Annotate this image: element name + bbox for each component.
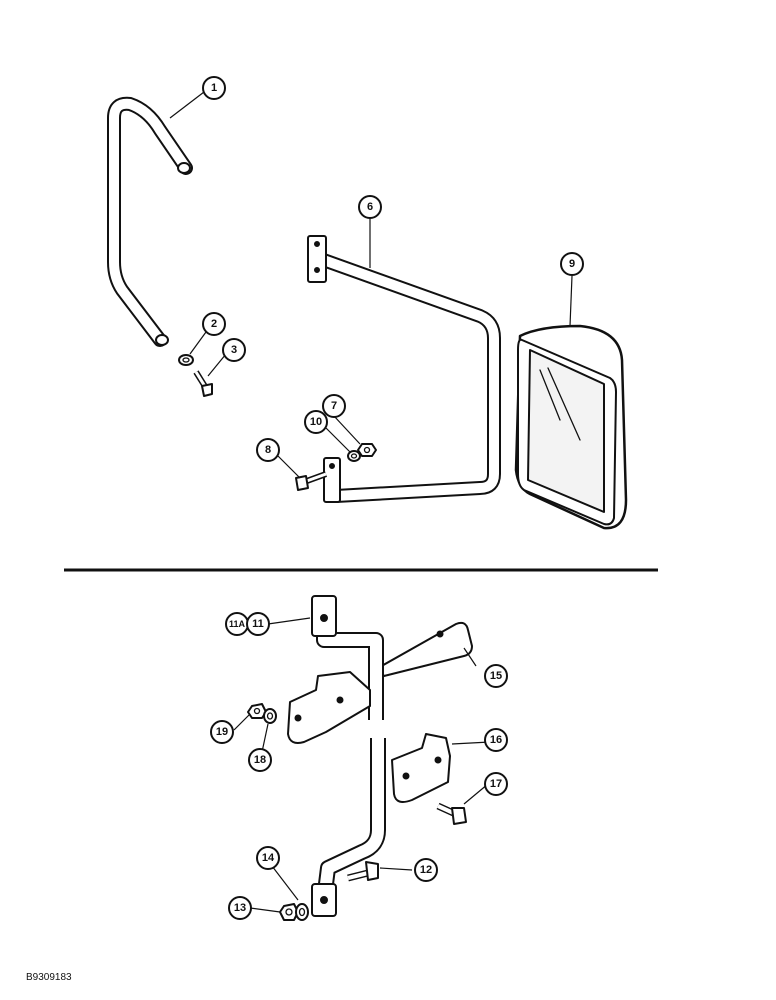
- callout-8: 8: [256, 438, 280, 462]
- clamp-left: [287, 671, 371, 744]
- svg-text:10: 10: [310, 416, 322, 428]
- callout-16: 16: [484, 728, 508, 752]
- part-15-plate: [377, 621, 473, 677]
- callout-6: 6: [358, 195, 382, 219]
- svg-text:3: 3: [231, 344, 237, 356]
- svg-text:14: 14: [262, 852, 275, 864]
- part-16-clamp: [391, 733, 451, 803]
- callout-11a: 11A: [225, 612, 249, 636]
- callout-12: 12: [414, 858, 438, 882]
- callout-15: 15: [484, 664, 508, 688]
- callout-19: 19: [210, 720, 234, 744]
- part-3-bolt: [193, 370, 213, 397]
- svg-text:15: 15: [490, 670, 502, 682]
- svg-text:8: 8: [265, 444, 271, 456]
- leader-lines: [169, 91, 573, 913]
- svg-text:19: 19: [216, 726, 228, 738]
- callout-7: 7: [322, 394, 346, 418]
- part-14-washer: [295, 903, 309, 921]
- callout-14: 14: [256, 846, 280, 870]
- svg-text:16: 16: [490, 734, 502, 746]
- callout-10: 10: [304, 410, 328, 434]
- part-18-washer: [263, 708, 277, 724]
- svg-text:18: 18: [254, 754, 266, 766]
- part-2-washer: [178, 354, 194, 366]
- svg-text:17: 17: [490, 778, 502, 790]
- callout-13: 13: [228, 896, 252, 920]
- part-10-washer: [347, 450, 361, 462]
- svg-text:7: 7: [331, 400, 337, 412]
- callout-17: 17: [484, 772, 508, 796]
- part-6-mirror-bracket: [307, 235, 501, 503]
- part-7-nut: [357, 443, 377, 457]
- part-11-bracket-arm: [311, 595, 384, 720]
- callout-11: 11: [246, 612, 270, 636]
- svg-text:11: 11: [252, 618, 264, 630]
- svg-text:12: 12: [420, 864, 432, 876]
- callout-9: 9: [560, 252, 584, 276]
- svg-text:11A: 11A: [229, 619, 246, 629]
- part-17-bolt: [436, 802, 467, 825]
- svg-text:2: 2: [211, 318, 217, 330]
- callout-3: 3: [222, 338, 246, 362]
- part-11-lower-arm: [311, 738, 386, 917]
- callout-1: 1: [202, 76, 226, 100]
- part-1-handrail: [107, 96, 193, 347]
- callout-18: 18: [248, 748, 272, 772]
- svg-text:9: 9: [569, 258, 575, 270]
- svg-text:1: 1: [211, 82, 217, 94]
- part-19-nut: [247, 703, 267, 719]
- drawing-id: B9309183: [26, 972, 72, 983]
- svg-text:6: 6: [367, 201, 373, 213]
- part-9-mirror: [514, 324, 628, 530]
- callout-2: 2: [202, 312, 226, 336]
- svg-text:13: 13: [234, 902, 246, 914]
- part-8-bolt: [295, 471, 328, 491]
- part-12-bolt: [347, 861, 379, 882]
